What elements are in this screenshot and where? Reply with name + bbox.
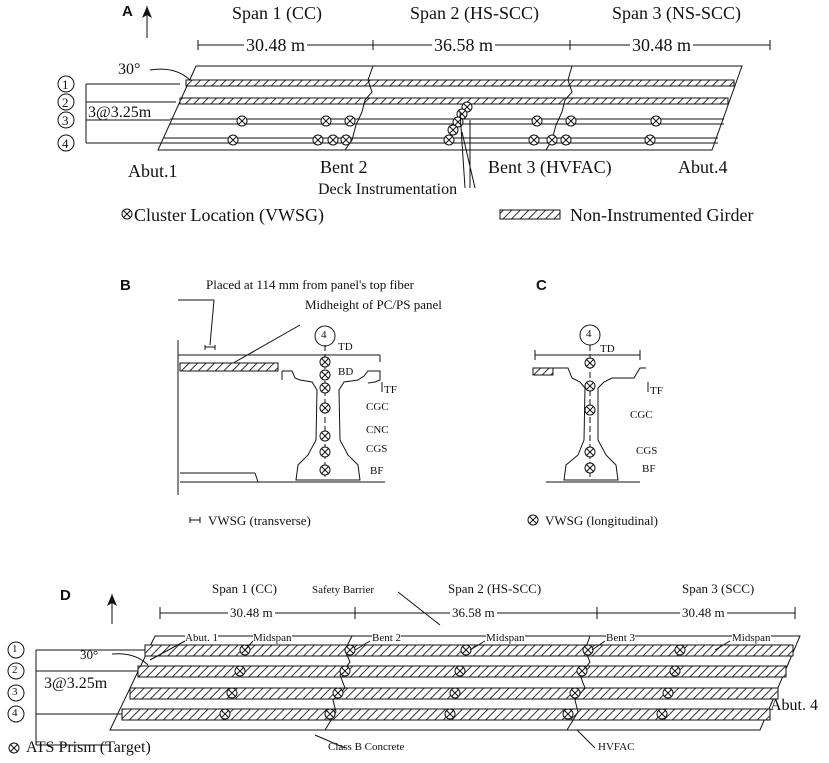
span-3-length: 30.48 m <box>630 35 694 55</box>
panel-d-girder-4-number: 4 <box>12 707 18 719</box>
panel-b-girder-number: 4 <box>321 329 327 341</box>
girder-spacing: 3@3.25m <box>88 104 152 121</box>
panel-d-bent-2-label: Bent 2 <box>372 632 402 644</box>
hvfac-label: HVFAC <box>598 741 635 753</box>
panel-d-leaders <box>149 640 731 749</box>
panel-d-span-1-title: Span 1 (CC) <box>212 581 277 596</box>
panel-b-level-cgs: CGS <box>366 443 388 455</box>
cluster-legend-icon <box>121 208 133 220</box>
girder-bands-d <box>121 644 794 721</box>
panel-d-span-3-length: 30.48 m <box>680 605 727 620</box>
panel-b-level-bf: BF <box>370 465 384 477</box>
panel-b-level-td: TD <box>338 341 353 353</box>
panel-d-abut-1-label: Abut. 1 <box>185 632 218 644</box>
panel-d-abut-4-label: Abut. 4 <box>770 697 818 714</box>
non-instrumented-legend-swatch <box>499 209 561 220</box>
panel-d-midspan-1-label: Midspan <box>253 632 292 644</box>
safety-barrier-label: Safety Barrier <box>312 584 374 596</box>
panel-d-bent-3-label: Bent 3 <box>606 632 636 644</box>
deck-instrumentation-label: Deck Instrumentation <box>318 181 458 198</box>
span-2-length: 36.58 m <box>432 35 496 55</box>
panel-b-level-tf: TF <box>384 384 397 396</box>
span-3-title: Span 3 (NS-SCC) <box>612 3 742 23</box>
girder-2-number: 2 <box>62 95 69 110</box>
girder-1-number: 1 <box>62 77 69 92</box>
panel-d-span-1-length: 30.48 m <box>228 605 275 620</box>
panel-d-midspan-2-label: Midspan <box>486 632 525 644</box>
panel-d-span-2-length: 36.58 m <box>450 605 497 620</box>
panel-b-label: B <box>120 277 131 294</box>
panel-b-legend-text: VWSG (transverse) <box>208 513 311 528</box>
panel-c-level-cgs: CGS <box>636 445 658 457</box>
panel-d-girder-spacing: 3@3.25m <box>44 675 108 692</box>
panel-c-level-td: TD <box>600 343 615 355</box>
panel-b-note-top-fiber: Placed at 114 mm from panel's top fiber <box>206 277 414 292</box>
deck-instrumentation-leaders <box>459 111 476 189</box>
bent-2-label: Bent 2 <box>320 157 368 177</box>
panel-b-level-bd: BD <box>338 366 354 378</box>
panel-b-gauges <box>319 356 331 476</box>
girder-number-bracket-d <box>7 641 145 746</box>
skew-angle: 30° <box>118 61 141 78</box>
panel-b-level-cgc: CGC <box>366 401 389 413</box>
panel-b-section <box>177 299 385 523</box>
panel-b-level-cnc: CNC <box>366 424 389 436</box>
panel-a-plan <box>57 6 771 220</box>
panel-d-span-2-title: Span 2 (HS-SCC) <box>448 581 542 596</box>
span-2-title: Span 2 (HS-SCC) <box>410 3 540 23</box>
deck-outline-d <box>109 635 801 731</box>
girder-4-number: 4 <box>62 136 69 151</box>
north-arrow-icon-d <box>107 594 117 624</box>
span-1-length: 30.48 m <box>244 35 308 55</box>
non-instrumented-legend-text: Non-Instrumented Girder <box>570 205 754 225</box>
panel-d-label: D <box>60 587 71 604</box>
panel-c-level-cgc: CGC <box>630 409 653 421</box>
span-1-title: Span 1 (CC) <box>232 3 322 23</box>
deck-outline <box>157 65 743 151</box>
panel-d-girder-3-number: 3 <box>12 686 18 698</box>
panel-d-skew-angle: 30° <box>80 647 99 662</box>
abut-4-label: Abut.4 <box>678 157 728 177</box>
panel-d-girder-1-number: 1 <box>12 643 18 655</box>
abut-1-label: Abut.1 <box>128 161 178 181</box>
panel-d-span-3-title: Span 3 (SCC) <box>682 581 755 596</box>
panel-b-note-midheight: Midheight of PC/PS panel <box>305 297 442 312</box>
girder-3-number: 3 <box>62 113 69 128</box>
panel-c-level-tf: TF <box>650 385 663 397</box>
panel-a-label: A <box>122 3 133 20</box>
panel-c-legend-text: VWSG (longitudinal) <box>545 513 659 528</box>
panel-c-gauges <box>527 357 596 526</box>
panel-c-label: C <box>536 277 547 294</box>
girder-lines <box>164 79 735 144</box>
panel-d-midspan-3-label: Midspan <box>732 632 771 644</box>
skew-arc <box>149 68 191 81</box>
panel-d-girder-2-number: 2 <box>12 664 18 676</box>
ats-prism-legend-text: ATS Prism (Target) <box>26 739 151 756</box>
panel-c-girder-number: 4 <box>586 328 592 340</box>
class-b-concrete-label: Class B Concrete <box>328 741 405 753</box>
north-arrow-icon <box>142 6 152 38</box>
panel-c-level-bf: BF <box>642 463 656 475</box>
cluster-legend-text: Cluster Location (VWSG) <box>134 205 324 225</box>
girder-number-bracket <box>57 75 180 152</box>
panel-c-section <box>532 324 649 483</box>
bent-3-label: Bent 3 (HVFAC) <box>488 157 612 177</box>
skew-arc-d <box>111 653 149 666</box>
